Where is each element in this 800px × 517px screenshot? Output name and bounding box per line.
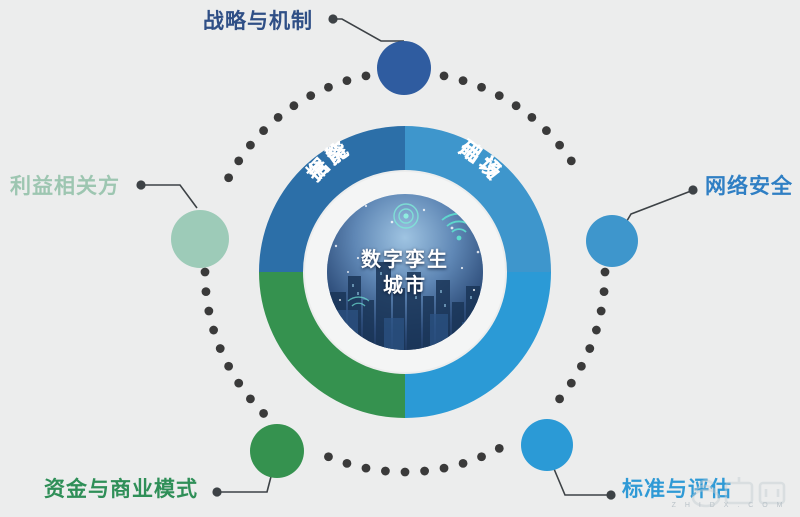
- orbit-dot: [246, 394, 255, 404]
- orbit-dot: [591, 325, 601, 335]
- orbit-dot: [201, 287, 211, 296]
- label-strategy[interactable]: 战略与机制: [203, 9, 313, 33]
- leader-dot-netsec: [688, 185, 698, 195]
- orbit-dot: [204, 306, 214, 316]
- ring-segment-infra[interactable]: [259, 272, 405, 418]
- orbit-dot: [361, 71, 371, 81]
- orbit-dot: [361, 463, 371, 473]
- orbit-dot: [400, 467, 410, 477]
- orbit-dot: [342, 458, 352, 468]
- orbit-dot: [289, 101, 299, 111]
- orbit-dot: [527, 113, 537, 122]
- orbit-dot: [420, 466, 429, 476]
- orbit-dot: [381, 466, 390, 476]
- orbit-dot: [209, 325, 219, 335]
- orbit-dot: [555, 394, 564, 404]
- orbit-dot: [555, 140, 564, 150]
- leader-dot-strategy: [328, 14, 338, 24]
- label-stakeholder[interactable]: 利益相关方: [10, 174, 120, 198]
- orbit-dot: [342, 76, 352, 86]
- leader-dot-funding: [212, 487, 222, 497]
- leader-line-strategy: [336, 18, 404, 42]
- leader-dot-standards: [606, 490, 616, 500]
- orbit-dot: [324, 82, 333, 92]
- orbit-dot: [439, 463, 449, 473]
- orbit-dot: [511, 101, 521, 111]
- orbit-dot: [224, 173, 234, 183]
- orbit-dot: [273, 113, 283, 122]
- orbit-dot: [494, 91, 504, 101]
- node-standards[interactable]: [521, 419, 573, 471]
- orbit-dot: [200, 267, 210, 277]
- orbit-dot: [566, 378, 576, 388]
- ring-segment-data[interactable]: [405, 272, 551, 418]
- dotted-orbit-ring: [200, 71, 610, 477]
- leader-line-stakeholder: [144, 184, 198, 209]
- orbit-dot: [306, 91, 316, 101]
- orbit-dot: [576, 361, 586, 371]
- orbit-dot: [477, 452, 486, 462]
- orbit-dot: [596, 306, 606, 316]
- outer-nodes: [171, 41, 638, 478]
- label-funding[interactable]: 资金与商业模式: [44, 477, 198, 501]
- orbit-dot: [234, 156, 244, 166]
- wifi-signal-icon: [347, 296, 370, 307]
- leader-dot-stakeholder: [136, 180, 146, 190]
- orbit-dot: [599, 287, 609, 296]
- orbit-dot: [224, 361, 234, 371]
- orbit-dot: [566, 156, 576, 166]
- orbit-dot: [215, 344, 225, 353]
- orbit-dot: [458, 76, 468, 86]
- network-node-icon: [393, 203, 419, 229]
- label-netsec[interactable]: 网络安全: [705, 174, 793, 198]
- watermark-domain: Z H I D X . C O M: [671, 502, 786, 509]
- orbit-dot: [234, 378, 244, 388]
- ring-segment-scenarios[interactable]: [405, 126, 551, 272]
- node-netsec[interactable]: [586, 215, 638, 267]
- orbit-dot: [477, 82, 486, 92]
- node-funding[interactable]: [250, 424, 304, 478]
- label-standards[interactable]: 标准与评估: [622, 477, 732, 501]
- orbit-dot: [600, 267, 610, 277]
- orbit-dot: [494, 443, 504, 453]
- node-stakeholder[interactable]: [171, 210, 229, 268]
- node-strategy[interactable]: [377, 41, 431, 95]
- orbit-dot: [324, 452, 333, 462]
- ring-segment-platform[interactable]: [259, 126, 405, 272]
- orbit-dot: [259, 126, 268, 135]
- orbit-dot: [585, 344, 595, 353]
- orbit-dot: [458, 458, 468, 468]
- orbit-dot: [439, 71, 449, 81]
- orbit-dot: [542, 126, 551, 135]
- orbit-dot: [259, 409, 268, 418]
- orbit-dot: [246, 140, 255, 150]
- center-photo-disc: [327, 194, 483, 350]
